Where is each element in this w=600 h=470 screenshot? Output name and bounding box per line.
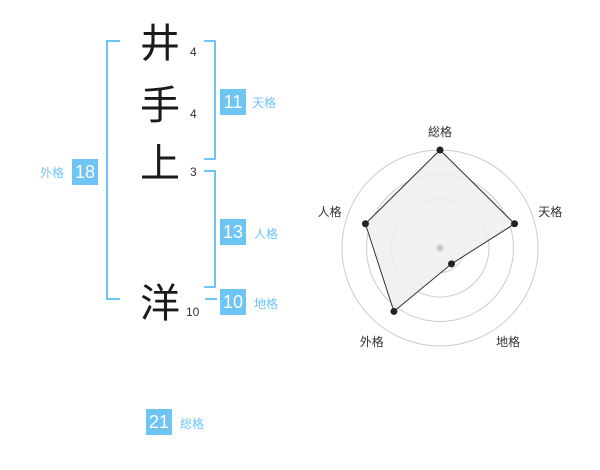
radar-axis-label-4: 外格 (359, 334, 384, 349)
stroke-count-4: 10 (186, 305, 200, 319)
radar-polygon (364, 149, 516, 313)
radar-axis-label-1: 総格 (427, 125, 452, 139)
chikaku-connector (205, 298, 217, 300)
soukaku-value: 21 (146, 409, 172, 435)
gaikaku-value: 18 (72, 159, 98, 185)
stroke-count-2: 4 (190, 107, 197, 121)
chikaku-value: 10 (220, 289, 246, 315)
stroke-count-1: 4 (190, 45, 197, 59)
gaikaku-bracket (106, 40, 120, 300)
name-char-2: 手 (140, 83, 180, 129)
tenkaku-label: 天格 (252, 96, 277, 110)
name-char-3: 上 (140, 141, 180, 187)
radar-point-3 (448, 260, 456, 268)
jinkaku-label: 人格 (254, 227, 279, 241)
radar-axis-label-2: 天格 (538, 205, 563, 220)
radar-center-dot (436, 244, 444, 252)
radar-point-2 (511, 220, 519, 228)
gaikaku-label: 外格 (40, 166, 65, 180)
jinkaku-value: 13 (220, 219, 246, 245)
radar-point-4 (390, 307, 398, 315)
tenkaku-bracket (204, 40, 216, 160)
name-char-1: 井 (140, 21, 180, 67)
tenkaku-value: 11 (220, 89, 246, 115)
radar-point-1 (436, 146, 444, 154)
radar-point-5 (361, 220, 369, 228)
jinkaku-bracket (204, 170, 216, 288)
soukaku-label: 総格 (180, 417, 205, 431)
radar-axis-label-3: 地格 (496, 334, 521, 349)
stroke-count-3: 3 (190, 165, 197, 179)
chikaku-label: 地格 (254, 297, 279, 311)
radar-axis-label-5: 人格 (317, 205, 342, 220)
name-char-4: 洋 (140, 281, 180, 327)
